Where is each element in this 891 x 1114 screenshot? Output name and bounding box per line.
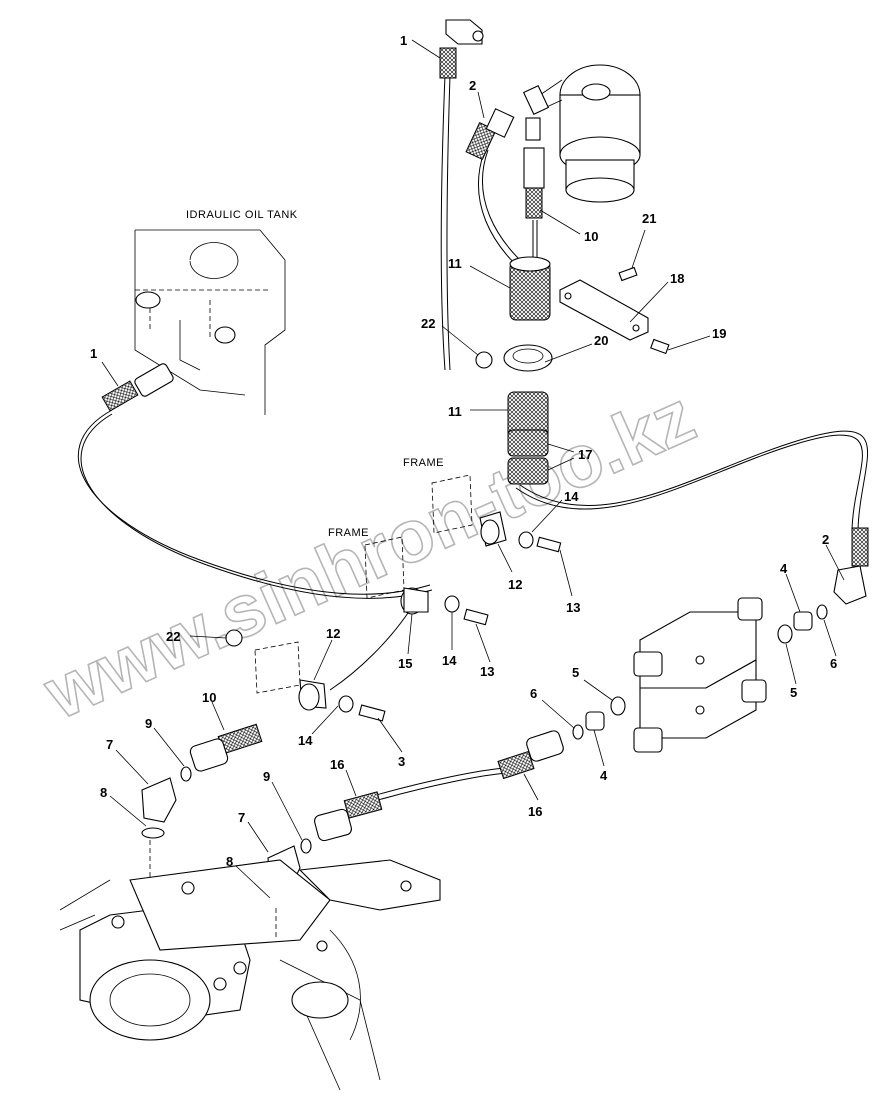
axle-housing bbox=[59, 840, 441, 1091]
callout-4-left: 4 bbox=[600, 768, 608, 783]
caption-oil-tank: IDRAULIC OIL TANK bbox=[186, 209, 298, 221]
callout-11-upper: 11 bbox=[448, 256, 462, 271]
oring-5-left bbox=[610, 696, 626, 716]
adapter-4-right bbox=[793, 611, 813, 631]
oring-9-left bbox=[180, 766, 192, 782]
callout-14-upper: 14 bbox=[564, 489, 579, 504]
watermark: www.sinhron-too.kz bbox=[32, 374, 706, 735]
hose-2-upper bbox=[465, 108, 515, 160]
callout-16-right: 16 bbox=[528, 804, 542, 819]
callout-2-upper: 2 bbox=[469, 78, 476, 93]
callout-10-upper: 10 bbox=[584, 229, 598, 244]
callout-21: 21 bbox=[642, 211, 656, 226]
callout-17: 17 bbox=[578, 447, 592, 462]
callout-5-right: 5 bbox=[790, 685, 797, 700]
hose-2-right bbox=[833, 527, 869, 605]
callout-1-tank: 1 bbox=[90, 346, 97, 361]
callout-16-left: 16 bbox=[330, 757, 344, 772]
nut-22-upper bbox=[475, 351, 493, 369]
bolt-19 bbox=[650, 338, 670, 355]
callout-20: 20 bbox=[594, 333, 608, 348]
hose-1-upper bbox=[439, 19, 484, 79]
washer-14-lower bbox=[338, 695, 354, 713]
oring-9-right bbox=[300, 838, 312, 854]
callout-8-left: 8 bbox=[100, 785, 107, 800]
washer-14-upper bbox=[518, 531, 534, 549]
callout-7-right: 7 bbox=[238, 810, 245, 825]
callout-7-left: 7 bbox=[106, 737, 113, 752]
callout-3: 3 bbox=[398, 754, 405, 769]
steering-unit bbox=[522, 64, 641, 203]
oring-8-left bbox=[141, 827, 165, 839]
nut-22-lower bbox=[225, 629, 243, 647]
callout-6-right: 6 bbox=[830, 656, 837, 671]
sleeve-17 bbox=[507, 429, 549, 485]
bolt-3 bbox=[358, 704, 386, 722]
frame-plate-upper bbox=[431, 474, 473, 534]
callout-4-right: 4 bbox=[780, 561, 788, 576]
oring-6-right bbox=[816, 604, 828, 620]
callout-22-upper: 22 bbox=[421, 316, 435, 331]
callout-labels: 1 2 10 21 11 18 22 20 19 1 11 17 14 2 12… bbox=[90, 33, 837, 869]
callout-14-lower: 14 bbox=[298, 733, 313, 748]
callout-18: 18 bbox=[670, 271, 684, 286]
clamp-12-lower bbox=[298, 679, 327, 711]
solenoid-valve-block bbox=[633, 597, 767, 753]
callout-6-left: 6 bbox=[530, 686, 537, 701]
callout-9-left: 9 bbox=[145, 716, 152, 731]
sleeve-11-upper bbox=[509, 256, 551, 321]
elbow-7-left bbox=[141, 777, 177, 823]
oring-5-right bbox=[777, 624, 793, 644]
hose-routing bbox=[78, 74, 869, 801]
hose-16-right bbox=[497, 730, 564, 780]
clamp-20 bbox=[503, 344, 553, 372]
bolt-13-upper bbox=[536, 536, 562, 553]
bracket-18 bbox=[559, 279, 649, 341]
caption-frame-upper: FRAME bbox=[403, 457, 444, 469]
frame-plate-lower bbox=[254, 641, 301, 694]
callout-9-right: 9 bbox=[263, 769, 270, 784]
callout-13-mid: 13 bbox=[480, 664, 494, 679]
callout-5-left: 5 bbox=[572, 665, 579, 680]
clamp-15 bbox=[400, 587, 429, 615]
hose-16-left bbox=[314, 791, 383, 842]
callout-1-upper: 1 bbox=[400, 33, 407, 48]
leader-lines bbox=[101, 39, 845, 899]
callout-2-right: 2 bbox=[822, 532, 829, 547]
callout-11-lower: 11 bbox=[448, 404, 462, 419]
callout-22-lower: 22 bbox=[166, 629, 180, 644]
adapter-4-left bbox=[585, 711, 605, 731]
bolt-21 bbox=[618, 266, 638, 282]
caption-frame-left: FRAME bbox=[328, 527, 369, 539]
bolt-13-mid bbox=[463, 608, 489, 626]
callout-13-upper: 13 bbox=[566, 600, 580, 615]
callout-15: 15 bbox=[398, 656, 412, 671]
callout-10-lower: 10 bbox=[202, 690, 216, 705]
callout-8-right: 8 bbox=[226, 854, 233, 869]
hose-10-upper bbox=[523, 147, 545, 219]
oring-6-left bbox=[572, 724, 584, 740]
clamp-12-upper bbox=[479, 511, 507, 547]
hose-1-tank bbox=[101, 363, 174, 412]
washer-14-mid bbox=[444, 595, 460, 613]
callout-19: 19 bbox=[712, 326, 726, 341]
hose-10-lower bbox=[189, 723, 263, 772]
callout-12-upper: 12 bbox=[508, 577, 522, 592]
callout-14-mid: 14 bbox=[442, 653, 457, 668]
callout-12-lower: 12 bbox=[326, 626, 340, 641]
